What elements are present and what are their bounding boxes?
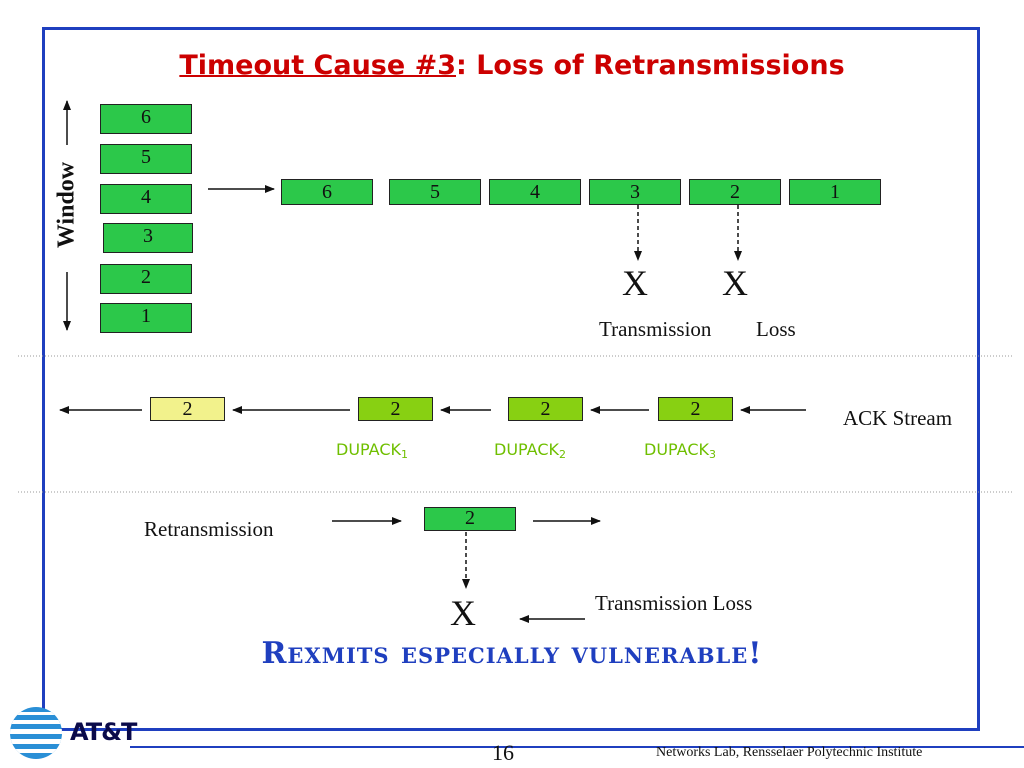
dupack-label-1-sub: 1 [400,448,408,461]
dupack-label-3-sub: 3 [708,448,716,461]
window-packet-4: 4 [100,184,192,214]
tx-packet-5: 5 [389,179,481,205]
dupack-box-1: 2 [358,397,433,421]
retx-loss-label: Transmission Loss [595,591,753,615]
dupack-box-3: 2 [658,397,733,421]
tx-packet-3: 3 [589,179,681,205]
footer-credit: Networks Lab, Rensselaer Polytechnic Ins… [656,745,923,760]
page-number: 16 [492,740,514,765]
title-rest: : Loss of Retransmissions [456,50,845,81]
title-emphasis: Timeout Cause #3 [179,50,456,81]
retx-packet-2: 2 [424,507,516,531]
loss-mark-packet-2: X [722,263,748,303]
window-label: Window [42,155,92,255]
dupack-label-3-text: DUPACK [644,440,709,459]
vulnerable-banner: Rexmits especially vulnerable! [261,636,763,671]
slide-title: Timeout Cause #3: Loss of Retransmission… [0,50,1024,81]
dupack-label-3: DUPACK3 [644,440,716,461]
loss-mark-packet-3: X [622,263,648,303]
retransmission-label: Retransmission [144,517,274,541]
window-label-text: Window [53,161,80,249]
window-packet-5: 5 [100,144,192,174]
ack-box-received: 2 [150,397,225,421]
window-packet-6: 6 [100,104,192,134]
tx-packet-2: 2 [689,179,781,205]
window-packet-2: 2 [100,264,192,294]
att-logo-text: AT&T [70,718,137,746]
dupack-label-2-text: DUPACK [494,440,559,459]
dupack-box-2: 2 [508,397,583,421]
tx-packet-6: 6 [281,179,373,205]
tx-packet-4: 4 [489,179,581,205]
dupack-label-1-text: DUPACK [336,440,401,459]
window-packet-3: 3 [103,223,193,253]
footer-rule [130,746,1024,748]
window-packet-1: 1 [100,303,192,333]
dupack-label-1: DUPACK1 [336,440,408,461]
retx-loss-mark: X [450,593,476,633]
dupack-label-2: DUPACK2 [494,440,566,461]
ack-stream-label: ACK Stream [843,406,953,430]
slide-frame [42,27,980,731]
dupack-label-2-sub: 2 [558,448,566,461]
transmission-loss-label-b: Loss [756,317,796,341]
tx-packet-1: 1 [789,179,881,205]
transmission-loss-label-a: Transmission [599,317,712,341]
att-globe-icon [8,705,64,761]
